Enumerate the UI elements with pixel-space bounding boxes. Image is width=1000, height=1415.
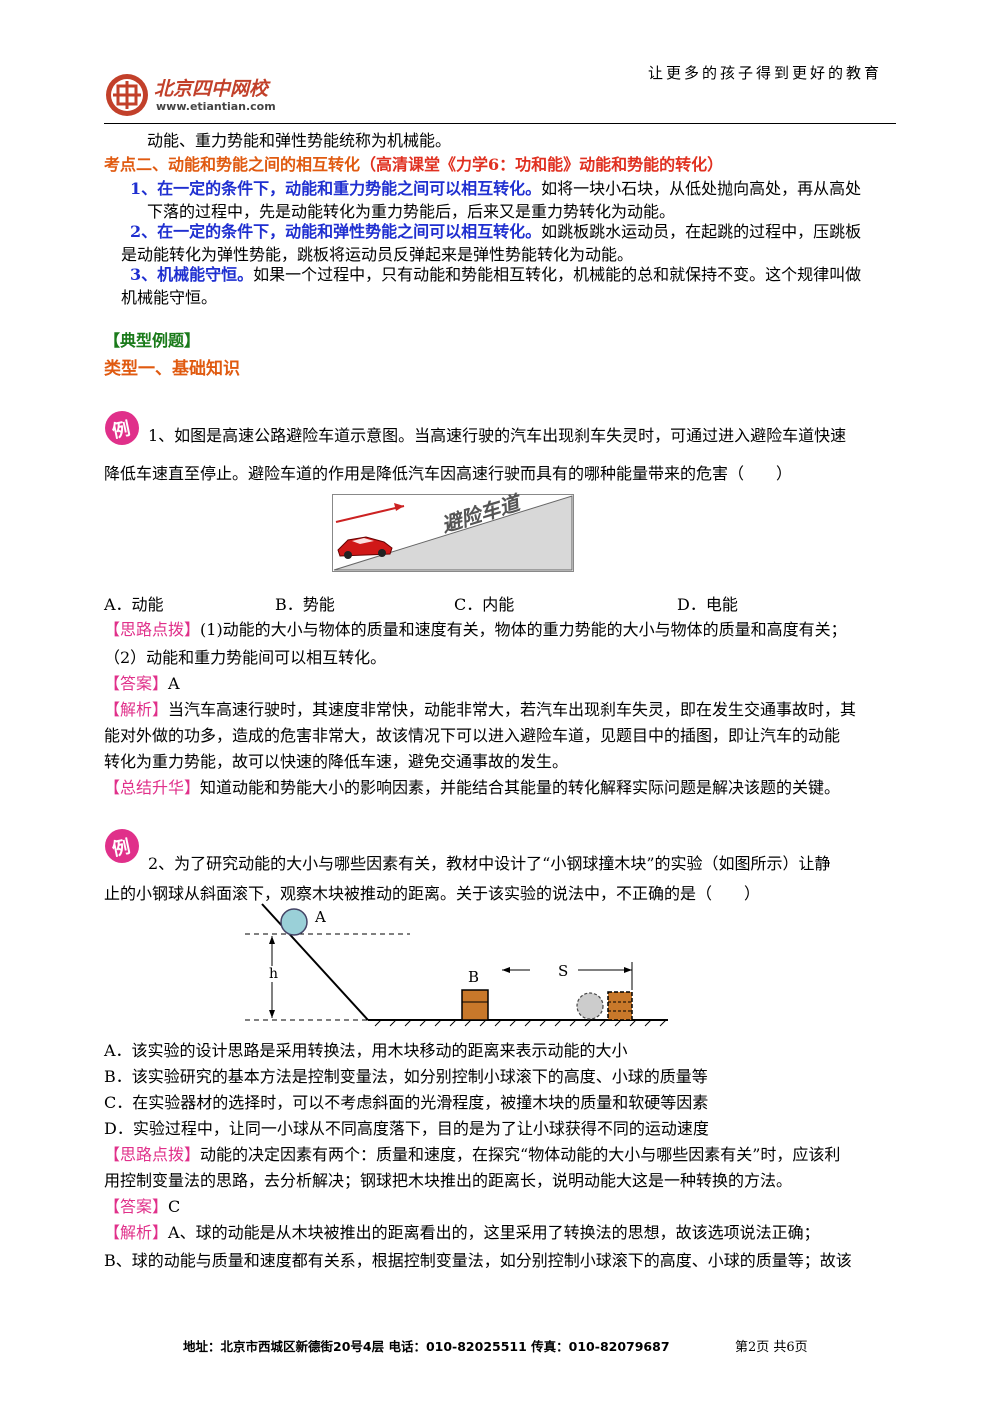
q1-hint-cont: （2）动能和重力势能间可以相互转化。 <box>104 648 387 667</box>
header-divider <box>104 123 896 124</box>
example-badge-icon <box>105 411 139 445</box>
logo: 北京四中网校 www.etiantian.com <box>104 72 304 118</box>
footer-address: 地址：北京市西城区新德街20号4层 电话：010-82025511 传真：010… <box>183 1339 670 1354</box>
intro-line: 动能、重力势能和弹性势能统称为机械能。 <box>147 131 452 150</box>
example-badge-1: 例 <box>104 410 140 446</box>
ball-block-figure <box>245 903 668 1027</box>
q1-analysis-3: 转化为重力势能，故可以快速的降低车速，避免交通事故的发生。 <box>104 752 569 771</box>
q1-hint: 【思路点拨】(1)动能的大小与物体的质量和速度有关，物体的重力势能的大小与物体的… <box>104 620 847 639</box>
kaodian2-p2-cont: 是动能转化为弹性势能，跳板将运动员反弹起来是弹性势能转化为动能。 <box>121 245 634 264</box>
q2-hint-cont: 用控制变量法的思路，去分析解决；钢球把木块推出的距离长，说明动能大这是一种转换的… <box>104 1171 793 1190</box>
fig-label-b: B <box>468 968 480 986</box>
type1-heading: 类型一、基础知识 <box>104 359 240 379</box>
q2-answer: 【答案】C <box>104 1197 181 1216</box>
q1-option-b: B．势能 <box>275 595 335 614</box>
footer-page: 第2页 共6页 <box>735 1340 808 1355</box>
header: 北京四中网校 www.etiantian.com 让更多的孩子得到更好的教育 <box>0 0 1000 128</box>
q1-stem-1: 1、如图是高速公路避险车道示意图。当高速行驶的汽车出现刹车失灵时，可通过进入避险… <box>148 426 847 445</box>
kaodian2-title: 考点二、动能和势能之间的相互转化 <box>104 155 361 174</box>
q2-option-b: B．该实验研究的基本方法是控制变量法，如分别控制小球滚下的高度、小球的质量等 <box>104 1067 708 1086</box>
kaodian2-p3: 3、机械能守恒。如果一个过程中，只有动能和势能相互转化，机械能的总和就保持不变。… <box>130 265 862 284</box>
q2-analysis: 【解析】A、球的动能是从木块被推出的距离看出的，这里采用了转换法的思想，故该选项… <box>104 1223 820 1242</box>
q1-figure: 避险车道 <box>332 491 574 572</box>
fig-label-a: A <box>315 908 326 926</box>
q1-option-c: C．内能 <box>454 595 515 614</box>
q2-figure: A h B S <box>240 902 670 1028</box>
q2-stem-2: 止的小钢球从斜面滚下，观察木块被推动的距离。关于该实验的说法中，不正确的是（ ） <box>104 884 761 903</box>
fig-label-h: h <box>268 966 280 982</box>
q1-analysis: 【解析】当汽车高速行驶时，其速度非常快，动能非常大，若汽车出现刹车失灵，即在发生… <box>104 700 857 719</box>
kaodian2-link[interactable]: （高清课堂《力学6：功和能》动能和势能的转化） <box>360 155 724 174</box>
kaodian2-p1: 1、在一定的条件下，动能和重力势能之间可以相互转化。如将一块小石块，从低处抛向高… <box>130 179 862 198</box>
kaodian2-heading: 考点二、动能和势能之间的相互转化（高清课堂《力学6：功和能》动能和势能的转化） <box>104 155 723 175</box>
logo-url: www.etiantian.com <box>156 100 276 113</box>
escape-ramp-figure <box>332 494 574 572</box>
q2-option-a: A．该实验的设计思路是采用转换法，用木块移动的距离来表示动能的大小 <box>104 1041 628 1060</box>
example-badge-2: 例 <box>104 828 140 864</box>
q1-answer: 【答案】A <box>104 674 180 693</box>
q2-option-d: D．实验过程中，让同一小球从不同高度落下，目的是为了让小球获得不同的运动速度 <box>104 1119 709 1138</box>
kaodian2-p3-cont: 机械能守恒。 <box>121 288 218 307</box>
q1-summary: 【总结升华】知道动能和势能大小的影响因素，并能结合其能量的转化解释实际问题是解决… <box>104 778 841 797</box>
examples-section-title: 【典型例题】 <box>104 331 201 350</box>
kaodian2-p2: 2、在一定的条件下，动能和弹性势能之间可以相互转化。如跳板跳水运动员，在起跳的过… <box>130 222 862 241</box>
q1-analysis-2: 能对外做的功多，造成的危害非常大，故该情况下可以进入避险车道，见题目中的插图，即… <box>104 726 841 745</box>
logo-text: 北京四中网校 <box>154 78 269 100</box>
q1-option-d: D．电能 <box>677 595 738 614</box>
q1-stem-2: 降低车速直至停止。避险车道的作用是降低汽车因高速行驶而具有的哪种能量带来的危害（… <box>104 464 793 483</box>
q2-hint: 【思路点拨】动能的决定因素有两个：质量和速度，在探究“物体动能的大小与哪些因素有… <box>104 1145 841 1164</box>
q2-option-c: C．在实验器材的选择时，可以不考虑斜面的光滑程度，被撞木块的质量和软硬等因素 <box>104 1093 709 1112</box>
fig-label-s: S <box>558 962 569 980</box>
kaodian2-p1-cont: 下落的过程中，先是动能转化为重力势能后，后来又是重力势转化为动能。 <box>147 202 676 221</box>
q2-analysis-2: B、球的动能与质量和速度都有关系，根据控制变量法，如分别控制小球滚下的高度、小球… <box>104 1251 852 1270</box>
q2-stem-1: 2、为了研究动能的大小与哪些因素有关，教材中设计了“小钢球撞木块”的实验（如图所… <box>148 854 831 873</box>
q1-option-a: A．动能 <box>104 595 164 614</box>
header-slogan: 让更多的孩子得到更好的教育 <box>648 64 883 82</box>
car-icon <box>337 536 393 559</box>
example-badge-icon <box>105 829 139 863</box>
logo-emblem-icon <box>106 74 148 116</box>
footer: 地址：北京市西城区新德街20号4层 电话：010-82025511 传真：010… <box>0 1330 1000 1360</box>
